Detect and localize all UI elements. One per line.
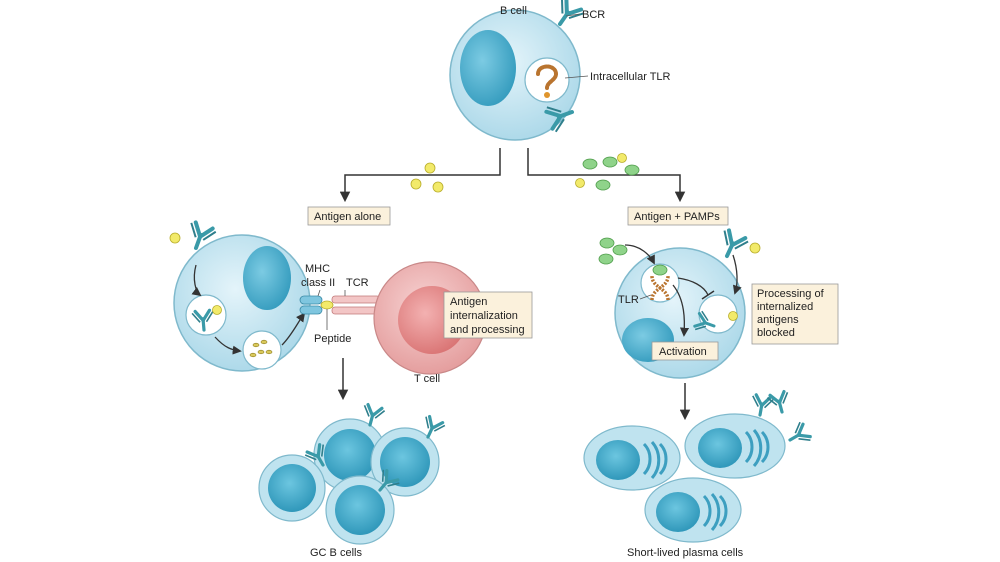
antigen-pamps-label: Antigen + PAMPs: [634, 211, 720, 223]
gc-b-cells: [258, 402, 448, 545]
intracellular-tlr-label: Intracellular TLR: [590, 71, 671, 83]
blocked-processing-box: Processing of internalized antigens bloc…: [751, 283, 839, 345]
secreted-antibody-icon: [748, 392, 776, 419]
antigen-processing-line1: Antigen: [450, 296, 487, 308]
antigen-pamps-box: Antigen + PAMPs: [627, 206, 729, 226]
antigen-processing-line3: and processing: [450, 324, 525, 336]
b-cell-label: B cell: [500, 5, 527, 17]
plasma-cell: [684, 413, 786, 479]
mhc-label-line2: class II: [301, 277, 335, 289]
incoming-pamps: [598, 237, 628, 265]
tcr-label: TCR: [346, 277, 369, 289]
endosome-tlr: [524, 57, 570, 103]
mhc-class-ii: [299, 295, 323, 305]
bcr-label: BCR: [582, 9, 605, 21]
antigen-particles: [410, 162, 444, 193]
pamp-particles: [575, 153, 640, 191]
top-b-cell-nucleus: [460, 30, 516, 106]
surface-bcr-with-antigen: [169, 219, 219, 255]
tlr-endosome: [640, 263, 680, 303]
antigen-processing-box: Antigen internalization and processing: [443, 291, 533, 339]
top-b-cell: [449, 0, 589, 141]
activation-label: Activation: [659, 346, 707, 358]
plasma-cell: [583, 425, 681, 491]
mhc-label-line1: MHC: [305, 263, 330, 275]
left-b-cell-nucleus: [243, 246, 291, 310]
left-b-cell: [173, 234, 311, 372]
mhc-tcr-synapse: [299, 289, 381, 330]
antigen-alone-label: Antigen alone: [314, 211, 381, 223]
processed-peptides: [249, 339, 273, 358]
antigen-alone-box: Antigen alone: [307, 206, 391, 226]
plasma-cells-label: Short-lived plasma cells: [627, 547, 744, 559]
peptide: [320, 300, 334, 310]
activation-box: Activation: [651, 341, 719, 361]
gc-b-cell: [325, 475, 395, 545]
tlr-icon: [650, 275, 670, 301]
blocked-line4: blocked: [757, 327, 795, 339]
antigen-processing-line2: internalization: [450, 310, 518, 322]
gc-b-cell: [313, 418, 387, 492]
blocked-line3: antigens: [757, 314, 799, 326]
blocked-line1: Processing of: [757, 288, 825, 300]
intracellular-tlr-icon: [536, 64, 559, 90]
secreted-antibody-icon: [783, 419, 814, 451]
inhibition-line: [677, 277, 709, 296]
tcr: [331, 295, 381, 304]
plasma-cell: [644, 477, 742, 543]
branch-arrows: [339, 148, 686, 203]
t-cell-label: T cell: [414, 373, 440, 385]
right-surface-bcr: [713, 226, 751, 264]
tlr-label: TLR: [618, 294, 639, 306]
peptide-label: Peptide: [314, 333, 351, 345]
gc-b-cell: [370, 427, 440, 497]
plasma-cells: [583, 389, 814, 543]
gc-b-cell: [258, 454, 326, 522]
blocked-line2: internalized: [757, 301, 813, 313]
gc-b-cells-label: GC B cells: [310, 547, 362, 559]
